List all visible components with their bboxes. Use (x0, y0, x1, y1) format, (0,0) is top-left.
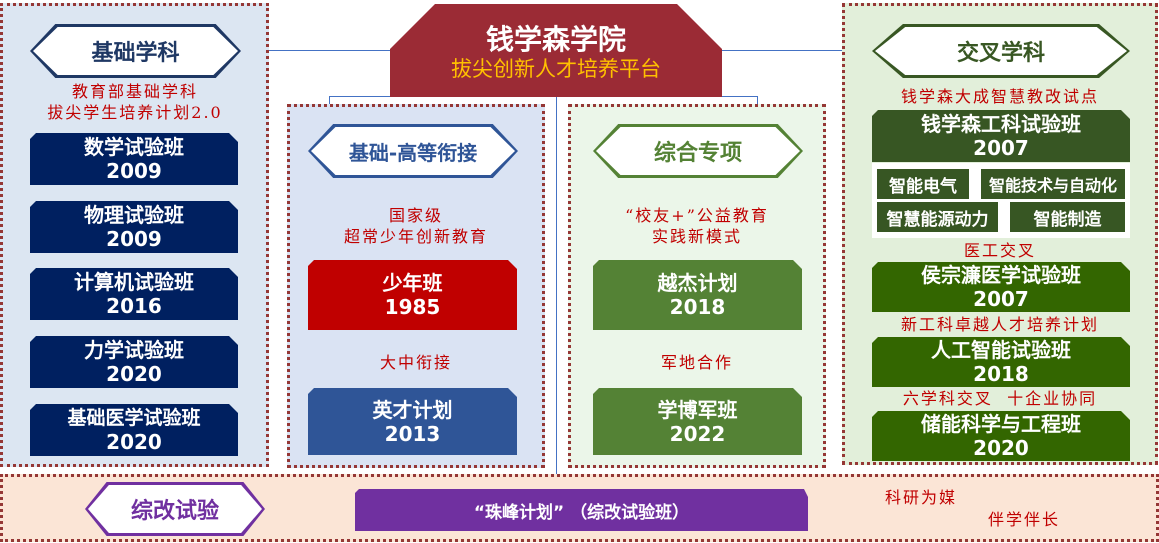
connector-line (722, 50, 872, 51)
class-year: 2022 (669, 421, 726, 446)
connector-line (722, 96, 758, 97)
class-year: 2007 (973, 287, 1029, 311)
class-year: 2018 (973, 362, 1029, 386)
cross-note: 六学科交叉 十企业协同 (902, 389, 1098, 408)
class-name: 人工智能试验班 (931, 338, 1071, 362)
reform-note: 伴学伴长 (988, 510, 1061, 529)
cross-label: 交叉学科 (875, 27, 1127, 75)
class-name: 英才计划 (372, 397, 453, 422)
page-subtitle: 拔尖创新人才培养平台 (451, 57, 661, 81)
special-note: 军地合作 (660, 353, 733, 372)
header-banner: 钱学森学院 拔尖创新人才培养平台 (390, 4, 722, 97)
class-name: 钱学森工科试验班 (921, 112, 1081, 136)
class-name: 基础医学试验班 (67, 407, 201, 429)
basic-note: 教育部基础学科 (71, 82, 198, 101)
reform-note: 科研为媒 (885, 488, 958, 507)
class-year: 2018 (669, 295, 726, 319)
class-year: 2007 (973, 136, 1029, 160)
class-year: 2020 (106, 362, 162, 386)
page-title: 钱学森学院 (485, 23, 626, 56)
connector-line (556, 97, 557, 482)
sub-major: 智能技术与自动化 (981, 169, 1125, 199)
special-note: 实践新模式 (651, 227, 742, 246)
connector-line (240, 50, 390, 51)
special-label: 综合专项 (596, 127, 800, 175)
bridge-label: 基础-高等衔接 (311, 127, 515, 175)
class-year: 2009 (106, 227, 162, 251)
special-note: “校友+”公益教育 (625, 206, 769, 225)
bridge-note: 大中衔接 (379, 353, 452, 372)
class-year: 2020 (106, 430, 162, 454)
class-year: 2009 (106, 159, 162, 183)
sub-major: 智慧能源动力 (877, 202, 998, 232)
bridge-note: 超常少年创新教育 (343, 227, 488, 246)
cross-hex: 交叉学科 (872, 24, 1130, 78)
class-name: 侯宗濂医学试验班 (921, 263, 1081, 287)
class-name: 越杰计划 (657, 271, 738, 295)
cross-note: 新工科卓越人才培养计划 (900, 315, 1099, 334)
zhufeng-bar: “珠峰计划” （综改试验班） (355, 489, 808, 531)
basic-hex: 基础学科 (30, 24, 241, 78)
class-name: 少年班 (382, 271, 443, 295)
class-name: 计算机试验班 (74, 270, 194, 294)
connector-line (329, 96, 391, 97)
cross-note: 钱学森大成智慧教改试点 (900, 87, 1099, 106)
special-hex: 综合专项 (593, 124, 803, 178)
class-year: 1985 (384, 295, 441, 319)
class-name: 储能科学与工程班 (921, 412, 1081, 436)
class-year: 2016 (106, 294, 162, 318)
class-name: 学博军班 (657, 397, 738, 422)
class-name: 力学试验班 (84, 338, 184, 362)
class-year: 2013 (384, 421, 441, 446)
cross-note: 医工交叉 (963, 241, 1036, 260)
reform-label: 综改试验 (88, 485, 262, 533)
basic-label: 基础学科 (33, 27, 238, 75)
bridge-note: 国家级 (388, 206, 443, 225)
sub-major: 智能电气 (877, 169, 969, 199)
class-year: 2020 (973, 436, 1029, 460)
class-name: 数学试验班 (84, 135, 184, 159)
bridge-hex: 基础-高等衔接 (308, 124, 518, 178)
basic-note: 拔尖学生培养计划2.0 (47, 103, 223, 122)
reform-hex: 综改试验 (85, 482, 265, 536)
class-name: 物理试验班 (84, 203, 184, 227)
sub-major: 智能制造 (1010, 202, 1125, 232)
